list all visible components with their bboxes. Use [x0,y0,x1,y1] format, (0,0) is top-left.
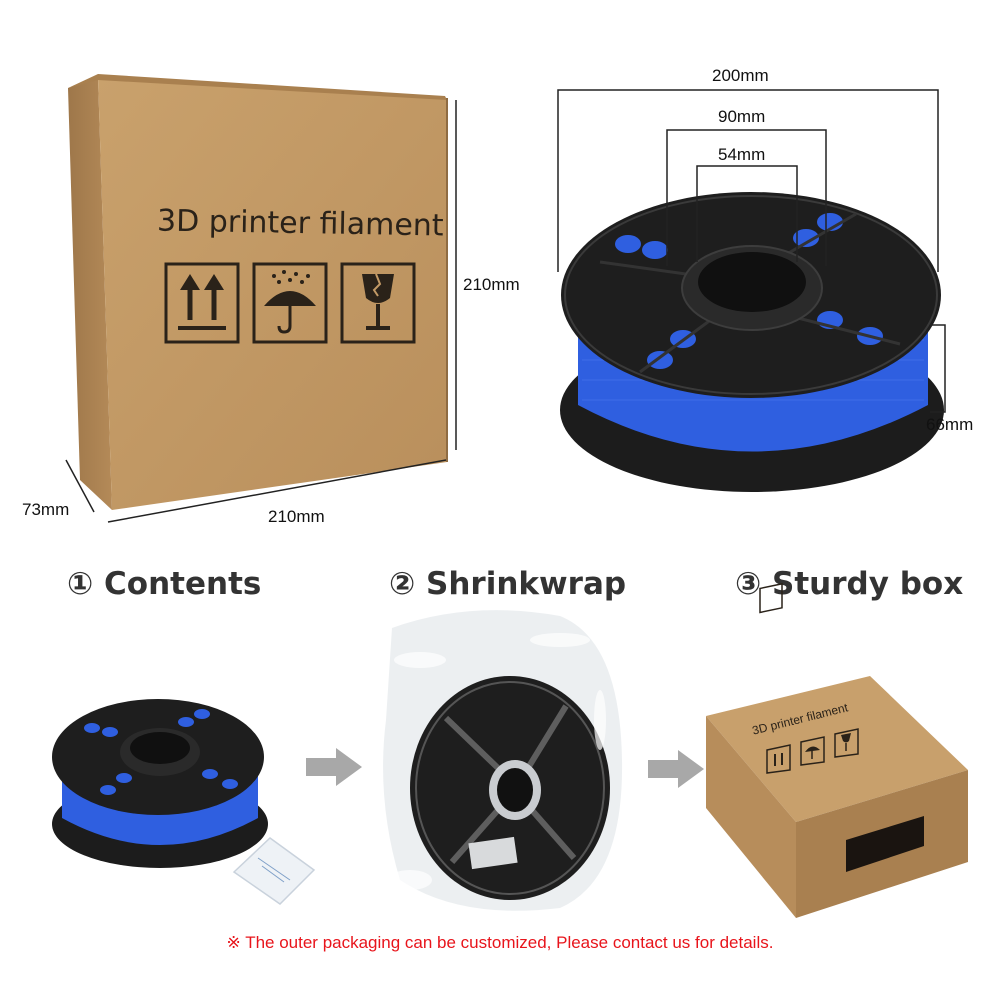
this-way-up-icon [766,744,791,774]
keep-dry-icon [252,262,328,344]
spool-hub-diameter-label: 54mm [718,145,766,164]
fragile-icon [340,262,416,344]
box-width-label: 210mm [268,507,325,526]
step-title-contents: ① Contents [67,566,262,602]
step-title-sturdy-box: ③ Sturdy box [735,566,964,602]
box-side [68,78,112,510]
arrow-right-icon [306,748,362,786]
box-front [98,78,447,510]
box-height-label: 210mm [463,275,520,294]
spool-outer-diameter-label: 200mm [712,66,769,85]
arrow-right-icon [648,750,704,788]
spool-width-label: 66mm [926,415,974,434]
this-way-up-icon [164,262,240,344]
customization-note: ※ The outer packaging can be customized,… [226,933,774,952]
box-depth-label: 73mm [22,500,70,519]
fragile-icon [834,728,859,758]
spool-flange-inner-label: 90mm [718,107,766,126]
desiccant-pack-icon [232,837,316,905]
step-title-shrinkwrap: ② Shrinkwrap [389,566,627,602]
keep-dry-icon [800,736,825,766]
